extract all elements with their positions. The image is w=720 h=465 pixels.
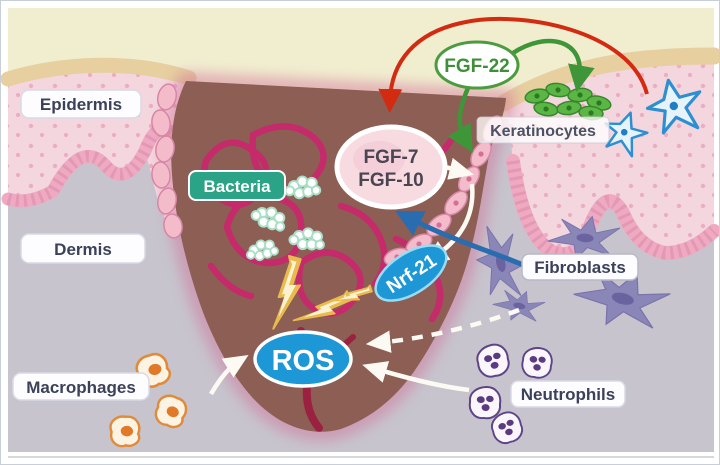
label-keratinocytes: Keratinocytes	[476, 116, 610, 144]
arrow-white-dashed-fibroblasts-to-ros	[365, 307, 520, 353]
label-fibroblasts: Fibroblasts	[521, 253, 639, 281]
arrow-blue-fibroblasts-to-fgf7-10	[395, 210, 534, 272]
neutrophils-text: Neutrophils	[521, 385, 615, 404]
wound-edge-cells-left	[151, 83, 183, 239]
node-fgf22: FGF-22	[434, 40, 520, 90]
label-macrophages: Macrophages	[12, 372, 150, 401]
label-epidermis: Epidermis	[20, 89, 142, 119]
fgf7-label: FGF-7	[364, 147, 419, 168]
fibroblasts-text: Fibroblasts	[534, 258, 626, 277]
node-ros: ROS	[253, 330, 353, 388]
label-dermis: Dermis	[20, 233, 146, 264]
arrow-green-fgf22-to-wound-edge	[447, 87, 473, 153]
ros-label: ROS	[272, 345, 335, 377]
node-fgf7-10: FGF-7 FGF-10	[334, 124, 448, 210]
arrow-white-neutrophils-to-ros	[362, 361, 470, 393]
label-bacteria: Bacteria	[188, 170, 286, 201]
bacteria-text: Bacteria	[203, 177, 271, 196]
keratinocytes-text: Keratinocytes	[490, 123, 596, 140]
arrow-red-to-fgf7-10	[378, 16, 649, 113]
macrophages-text: Macrophages	[26, 378, 136, 397]
arrow-white-macrophages-to-ros	[209, 355, 249, 396]
epidermis-text: Epidermis	[40, 95, 122, 114]
arrow-green-fgf22-to-keratinocytes	[511, 38, 595, 93]
label-neutrophils: Neutrophils	[510, 380, 626, 408]
dermis-text: Dermis	[54, 240, 112, 259]
fgf10-label: FGF-10	[358, 170, 423, 191]
fgf22-label: FGF-22	[444, 56, 509, 77]
